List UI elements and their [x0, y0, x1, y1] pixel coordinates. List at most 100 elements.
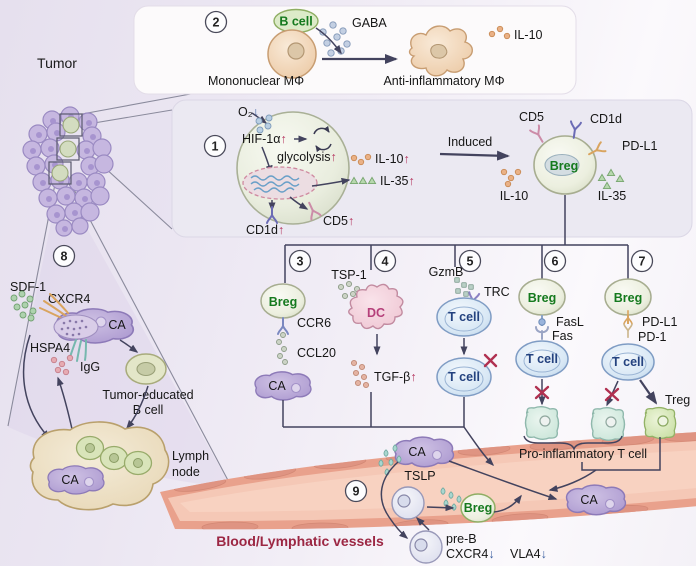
proinf-bracket: [581, 437, 661, 471]
bcell-secretion-arrow: [315, 27, 342, 55]
lymph-node-label-line2: node: [172, 465, 200, 479]
o2-label: O₂↓: [238, 105, 259, 119]
breg-label: Breg: [464, 501, 492, 515]
ca-to-teb-arrow: [119, 339, 139, 353]
treg-label: Treg: [665, 393, 690, 407]
t-cell-label: T cell: [526, 352, 558, 366]
tgfb-up-label: TGF-β↑: [374, 370, 417, 384]
induced-arrow: [439, 150, 510, 161]
ccl20-dots-icon: [276, 332, 288, 365]
section2-panel: [133, 5, 577, 95]
sections345-to-vessel-arrow: [463, 426, 495, 467]
preb-label: pre-B: [446, 532, 477, 546]
section-2: 2 B cell GABA Mononuclear MΦ Anti-inflam…: [204, 8, 543, 88]
bcell-to-breg-arrow: [426, 504, 455, 512]
lymph-node-label-line1: Lymph: [172, 449, 209, 463]
o2-dots-icon: [255, 114, 273, 134]
nucleus-to-cd5-arrow: [289, 196, 309, 210]
breg-il35-label: IL-35: [598, 189, 627, 203]
section5-number: 5: [467, 255, 474, 269]
t-cell: [515, 340, 569, 378]
blocked-x-icon: [483, 353, 498, 368]
fasl-ligand-icon: [538, 318, 546, 326]
glycolysis-label: glycolysis↑: [277, 150, 337, 164]
section2-number: 2: [213, 16, 220, 30]
section7-number: 7: [639, 255, 646, 269]
preb-to-bcell-arrow: [415, 516, 430, 531]
section1-number-badge: 1: [203, 134, 227, 158]
ca-label: CA: [108, 318, 126, 332]
section1-number: 1: [212, 140, 219, 154]
tumor: Tumor: [22, 55, 114, 237]
fas-receptor-icon: [535, 326, 549, 340]
ca-label: CA: [61, 473, 79, 487]
glycolysis-cycle-icon: [313, 125, 332, 153]
fasl-label: FasL: [556, 315, 584, 329]
anti-inflammatory-label: Anti-inflammatory MΦ: [383, 74, 504, 88]
tumor-highlight-cells: [51, 116, 80, 182]
tslp-label: TSLP: [404, 469, 435, 483]
blocked-x-icon: [604, 387, 620, 402]
ca-label: CA: [580, 493, 598, 507]
intravasation-arrow: [448, 460, 558, 501]
er-icon: [53, 314, 99, 340]
cd1d-up-label: CD1d↑: [246, 223, 284, 237]
section-9: 9 CA TSLP Breg CA pre-B CXCR4↓ VLA4↓: [344, 436, 627, 564]
il35-triangles-icon: [349, 176, 377, 185]
blocked-x-icon: [534, 385, 550, 400]
brace-icon: [523, 435, 623, 452]
trc-label: TRC: [484, 285, 510, 299]
pd1-label: PD-1: [638, 330, 667, 344]
induced-breg: Breg CD5 CD1d PD-L1 IL-10 IL-35: [500, 110, 658, 203]
pdl1-label: PD-L1: [642, 315, 677, 329]
breg-label: Breg: [528, 291, 556, 305]
breg-il10-label: IL-10: [500, 189, 529, 203]
il10-dots-icon: [488, 25, 511, 40]
vla4-down-label: VLA4↓: [510, 547, 547, 561]
node-b-cells: [75, 435, 153, 476]
section-5: 5 GzmB TRC T cell T cell: [429, 249, 510, 427]
t-cell-label: T cell: [448, 370, 480, 384]
breg-to-ca-arrow: [493, 494, 522, 513]
section3-number: 3: [297, 255, 304, 269]
section8-number: 8: [61, 250, 68, 264]
dna-waves-icon: [250, 175, 300, 193]
il10-dots-icon: [350, 153, 372, 166]
ccr6-label: CCR6: [297, 316, 331, 330]
ribosome-dots-icon: [60, 319, 88, 337]
tumor-zoom-boxes: [48, 113, 83, 185]
fas-label: Fas: [552, 329, 573, 343]
teb-label-line2: B cell: [133, 403, 164, 417]
cxcr4-down-label: CXCR4↓: [446, 547, 495, 561]
tumor-zoom-lines: [7, 92, 232, 487]
breg-cd1d-label: CD1d: [590, 112, 622, 126]
igg-dots-icon: [50, 354, 74, 376]
breg-label: Breg: [614, 291, 642, 305]
section-3: 3 Breg CCR6 CCL20 CA: [254, 249, 336, 427]
induced-label: Induced: [448, 135, 493, 149]
tumor-cell-nuclei: [30, 114, 100, 232]
pd1-receptor-icon: [623, 323, 633, 339]
tumor-label: Tumor: [37, 55, 77, 71]
section2-il10-label: IL-10: [514, 28, 543, 42]
ca-label: CA: [268, 379, 286, 393]
sdf1-label: SDF-1: [10, 280, 46, 294]
b-cell-label: B cell: [279, 15, 312, 29]
breg-label: Breg: [550, 159, 578, 173]
gzmb-label: GzmB: [429, 265, 464, 279]
section-6: 6 Breg FasL Fas T cell: [515, 249, 584, 440]
teb-to-node-arrow: [126, 385, 149, 430]
breg-cd5-label: CD5: [519, 110, 544, 124]
treg-conversion-arrow: [639, 379, 658, 405]
section-8: 8 SDF-1 CXCR4 CA HSPA4 IgG: [10, 244, 209, 511]
section4-number: 4: [382, 255, 389, 269]
section-1: 1 O₂↓ HIF-1α↑ glycolysis↑ CD1d↑ CD5↑: [203, 105, 510, 237]
cd5-up-label: CD5↑: [323, 214, 354, 228]
t-cell-label: T cell: [612, 355, 644, 369]
il10-up-label: IL-10↑: [375, 152, 410, 166]
section-7: 7 Breg PD-L1 PD-1 T cell Treg: [590, 249, 690, 441]
ca-to-node-arrow: [22, 334, 51, 440]
hypoxic-b-cell: [236, 111, 350, 225]
breg-label: Breg: [269, 295, 297, 309]
